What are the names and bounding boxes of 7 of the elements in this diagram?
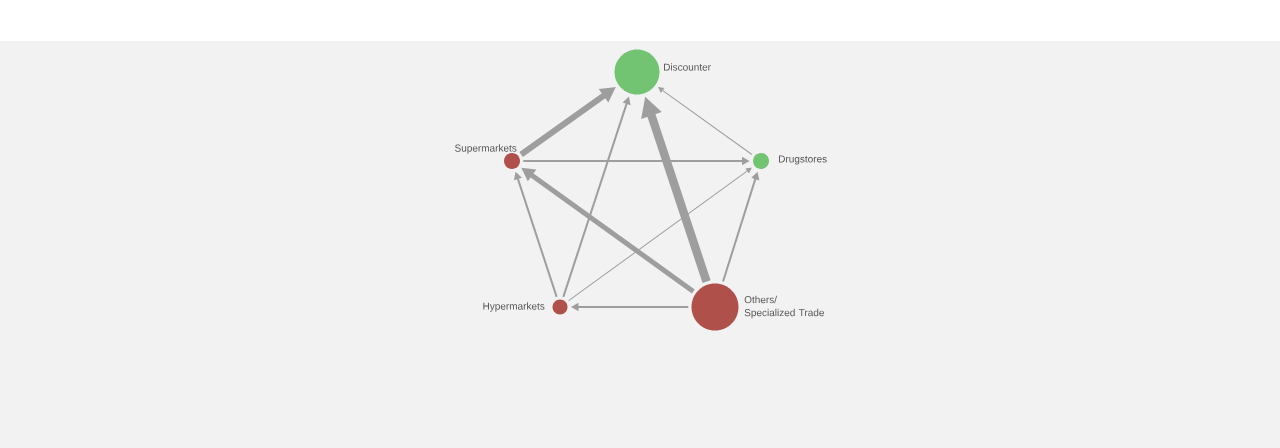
node-label: Discounter	[664, 63, 711, 71]
arrow	[658, 87, 753, 155]
node-label: Drugstores	[779, 155, 827, 165]
arrow	[568, 167, 752, 302]
node-label: Supermarkets	[455, 144, 517, 154]
node-label: Others/ Specialized Trade	[744, 295, 824, 319]
node-label: Hypermarkets	[483, 302, 545, 312]
